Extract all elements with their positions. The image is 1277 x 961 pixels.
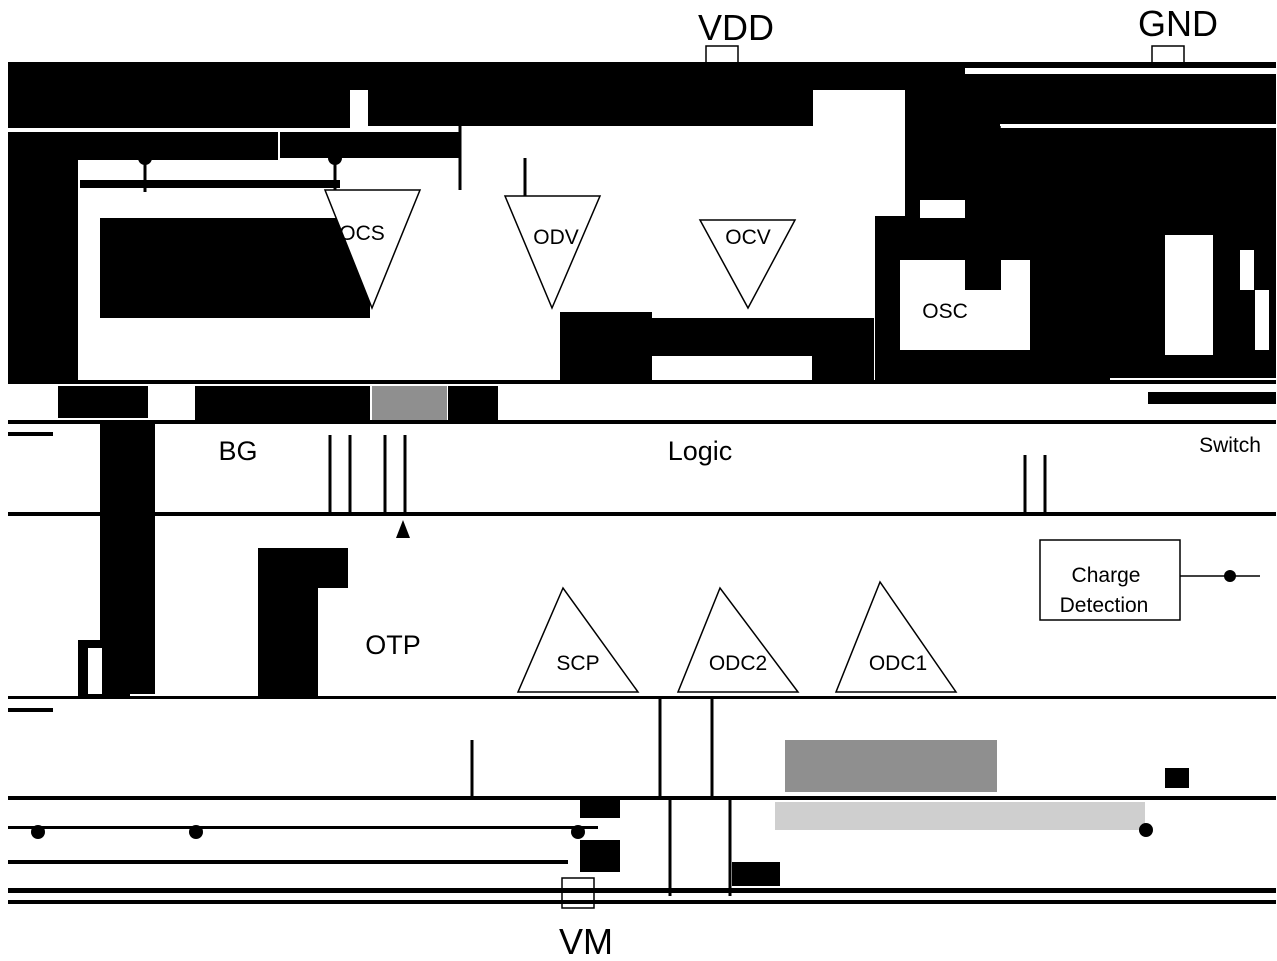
charge-detection-label-line2: Detection [1060,594,1149,617]
gnd-label: GND [1138,3,1218,44]
ocv-comparator: OCV [698,219,797,310]
logic-label: Logic [668,436,733,466]
ocs-comparator: OCS [323,189,422,311]
vdd-pin: VDD [698,7,774,65]
switch-label: Switch [1199,434,1261,457]
vdd-pin-pad [705,45,739,65]
scp-label: SCP [556,652,599,675]
scp-comparator: SCP [516,586,640,693]
otp-block: OTP [78,520,421,696]
odc1-comparator: ODC1 [834,580,958,693]
vm-pin: VM [559,877,613,961]
bottom-region [8,696,1276,904]
mid-region: OSC [560,200,1110,382]
odv-comparator: ODV [503,195,602,310]
charge-detection-label-line1: Charge [1072,564,1141,587]
vm-label: VM [559,921,613,961]
charge-detection-block: Charge Detection [1039,539,1260,621]
odc1-label: ODC1 [869,652,927,675]
ocs-label: OCS [339,222,385,245]
gnd-pin-pad [1151,45,1185,65]
vdd-label: VDD [698,7,774,48]
odv-label: ODV [533,226,579,249]
osc-label: OSC [922,300,968,323]
ocv-label: OCV [725,226,771,249]
gnd-pin: GND [1138,3,1218,65]
top-rail-region [8,62,1276,380]
odc2-comparator: ODC2 [676,586,800,693]
otp-label: OTP [365,630,421,660]
bg-label: BG [218,436,257,466]
odc2-label: ODC2 [709,652,767,675]
